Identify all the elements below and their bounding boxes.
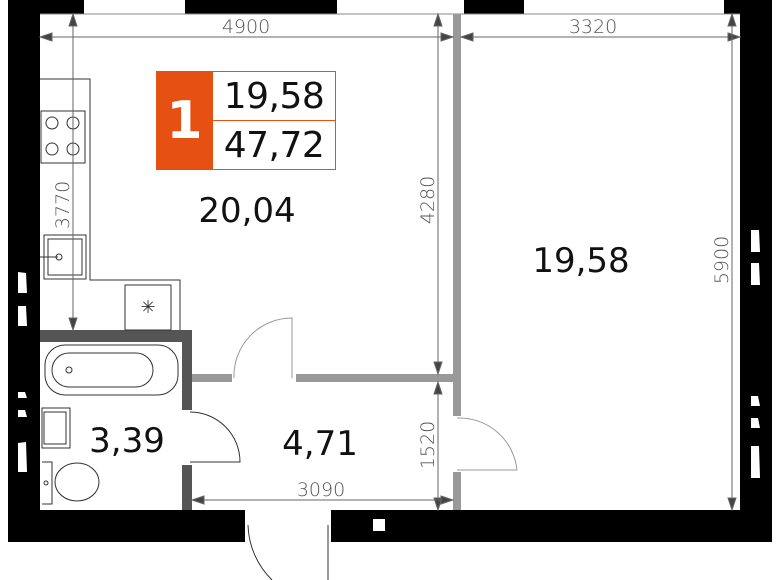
partitions — [40, 14, 461, 510]
bathroom-fixtures — [41, 344, 179, 505]
entrance-door — [247, 524, 329, 580]
dim-hallway-height: 1520 — [417, 421, 439, 469]
room-area-kitchen: 20,04 — [198, 191, 295, 231]
room-area-bathroom: 3,39 — [89, 421, 165, 461]
bath-door — [189, 411, 241, 463]
window-markers-left — [18, 272, 27, 472]
living-area: 19,58 — [223, 75, 325, 117]
vent-marker — [373, 519, 385, 531]
rooms-count: 1 — [156, 71, 213, 170]
room-area-bedroom: 19,58 — [532, 241, 629, 281]
room-area-hallway: 4,71 — [282, 424, 358, 464]
dim-bedroom-height: 5900 — [711, 236, 733, 284]
dimension-lines — [38, 12, 742, 512]
dim-kitchen-height: 4280 — [417, 176, 439, 224]
dim-kitchen-depth: 3770 — [52, 181, 74, 229]
dim-hallway-width: 3090 — [297, 479, 345, 501]
areas-box: 19,58 47,72 — [213, 71, 336, 170]
svg-text:✳: ✳ — [140, 297, 155, 317]
window-markers-right — [751, 230, 760, 478]
apartment-summary-badge: 1 19,58 47,72 — [156, 71, 336, 170]
dim-bedroom-width: 3320 — [569, 16, 617, 38]
doors — [233, 317, 518, 471]
dim-kitchen-width: 4900 — [222, 16, 270, 38]
total-area: 47,72 — [213, 120, 335, 169]
